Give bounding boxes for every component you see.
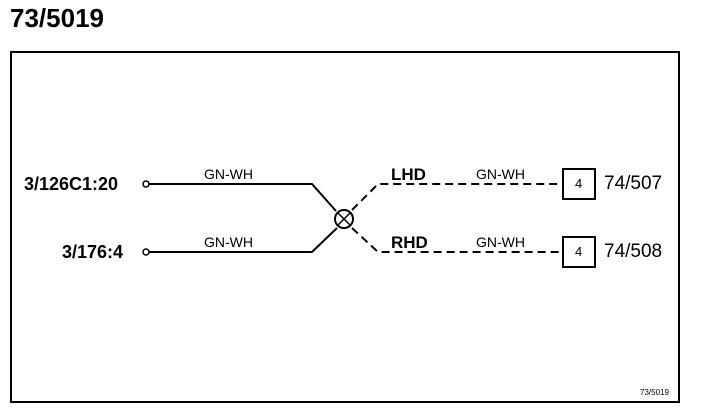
pin-number-lhd: 4 xyxy=(575,176,583,191)
variant-lhd-label: LHD xyxy=(391,165,426,184)
diagram-frame xyxy=(10,51,680,403)
branch-lhd-wire xyxy=(351,168,596,211)
target-ref-lhd: 74/507 xyxy=(604,173,663,194)
source-1-terminal xyxy=(142,180,150,188)
source-2-wire xyxy=(142,227,338,256)
source-2-wire-color: GN-WH xyxy=(204,234,253,250)
pin-number-rhd: 4 xyxy=(575,244,583,259)
branch-lhd-wire-color: GN-WH xyxy=(476,166,525,182)
source-1-wire-color: GN-WH xyxy=(204,166,253,182)
source-1-label: 3/126C1:20 xyxy=(24,174,119,194)
branch-rhd-wire-color: GN-WH xyxy=(476,234,525,250)
connector-box-74-508 xyxy=(562,236,596,268)
source-2-terminal xyxy=(142,248,150,256)
branch-rhd-wire xyxy=(351,227,596,268)
splice-icon xyxy=(334,209,354,229)
source-2-label: 3/176:4 xyxy=(62,242,124,262)
variant-rhd-label: RHD xyxy=(391,233,428,252)
connector-box-74-507 xyxy=(562,168,596,200)
source-1-wire xyxy=(142,180,337,212)
figure-reference: 73/5019 xyxy=(640,388,669,397)
target-ref-rhd: 74/508 xyxy=(604,241,663,262)
page-title: 73/5019 xyxy=(10,3,104,33)
